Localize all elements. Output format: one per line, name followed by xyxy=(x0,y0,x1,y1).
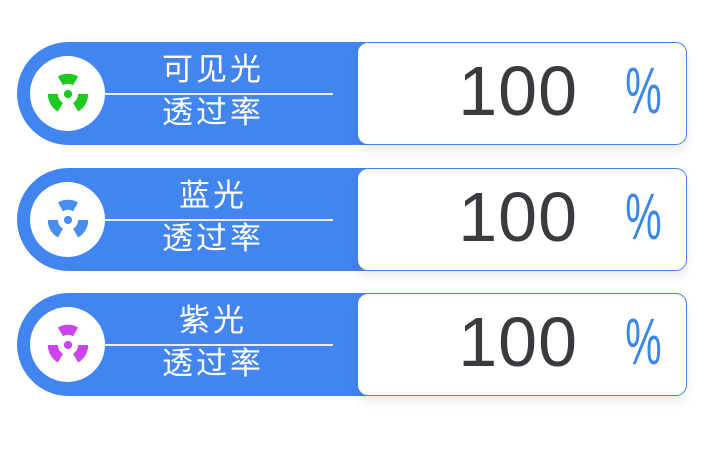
light-type-label: 可见光 xyxy=(162,52,264,88)
violet-light-transmittance-row: 紫光 透过率 100 % xyxy=(17,293,687,396)
label-divider xyxy=(103,344,333,346)
blue-light-transmittance-row: 蓝光 透过率 100 % xyxy=(17,168,687,271)
value-display: 100 % xyxy=(357,42,687,145)
transmittance-value: 100 xyxy=(458,303,578,381)
light-type-label: 蓝光 xyxy=(179,178,247,214)
visible-light-transmittance-row: 可见光 透过率 100 % xyxy=(17,42,687,145)
transmittance-label: 透过率 xyxy=(162,346,264,382)
transmittance-label: 透过率 xyxy=(162,221,264,257)
icon-badge xyxy=(30,182,105,257)
label-divider xyxy=(103,219,333,221)
value-display: 100 % xyxy=(357,293,687,396)
icon-badge xyxy=(30,56,105,131)
label-pill: 可见光 透过率 xyxy=(17,42,377,145)
icon-badge xyxy=(30,307,105,382)
percent-unit: % xyxy=(625,53,662,127)
transmittance-label: 透过率 xyxy=(162,95,264,131)
label-divider xyxy=(103,93,333,95)
light-type-label: 紫光 xyxy=(179,303,247,339)
transmittance-value: 100 xyxy=(458,178,578,256)
value-display: 100 % xyxy=(357,168,687,271)
percent-unit: % xyxy=(625,179,662,253)
radiation-icon xyxy=(47,73,88,112)
transmittance-value: 100 xyxy=(458,52,578,130)
radiation-icon xyxy=(47,324,88,363)
radiation-icon xyxy=(47,199,88,238)
label-pill: 蓝光 透过率 xyxy=(17,168,377,271)
label-pill: 紫光 透过率 xyxy=(17,293,377,396)
percent-unit: % xyxy=(625,304,662,378)
